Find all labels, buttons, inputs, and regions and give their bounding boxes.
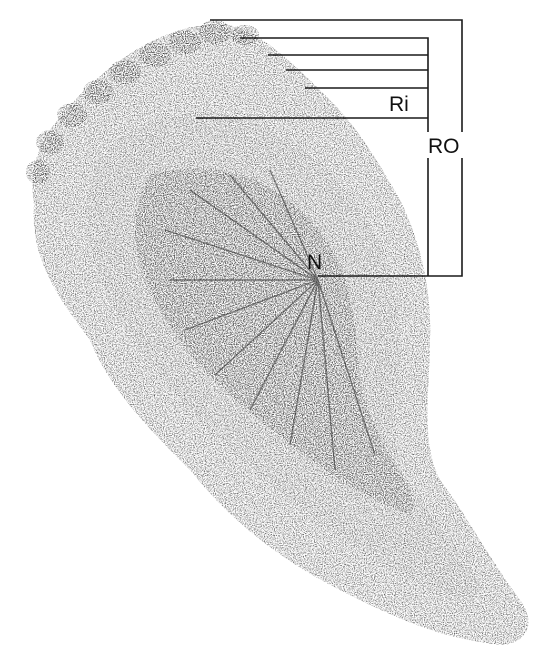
- specimen-body: [26, 20, 528, 645]
- label-inner-ring: Ri: [389, 93, 409, 116]
- label-outer-ring: RO: [428, 135, 460, 158]
- label-nucleus: N: [307, 251, 322, 274]
